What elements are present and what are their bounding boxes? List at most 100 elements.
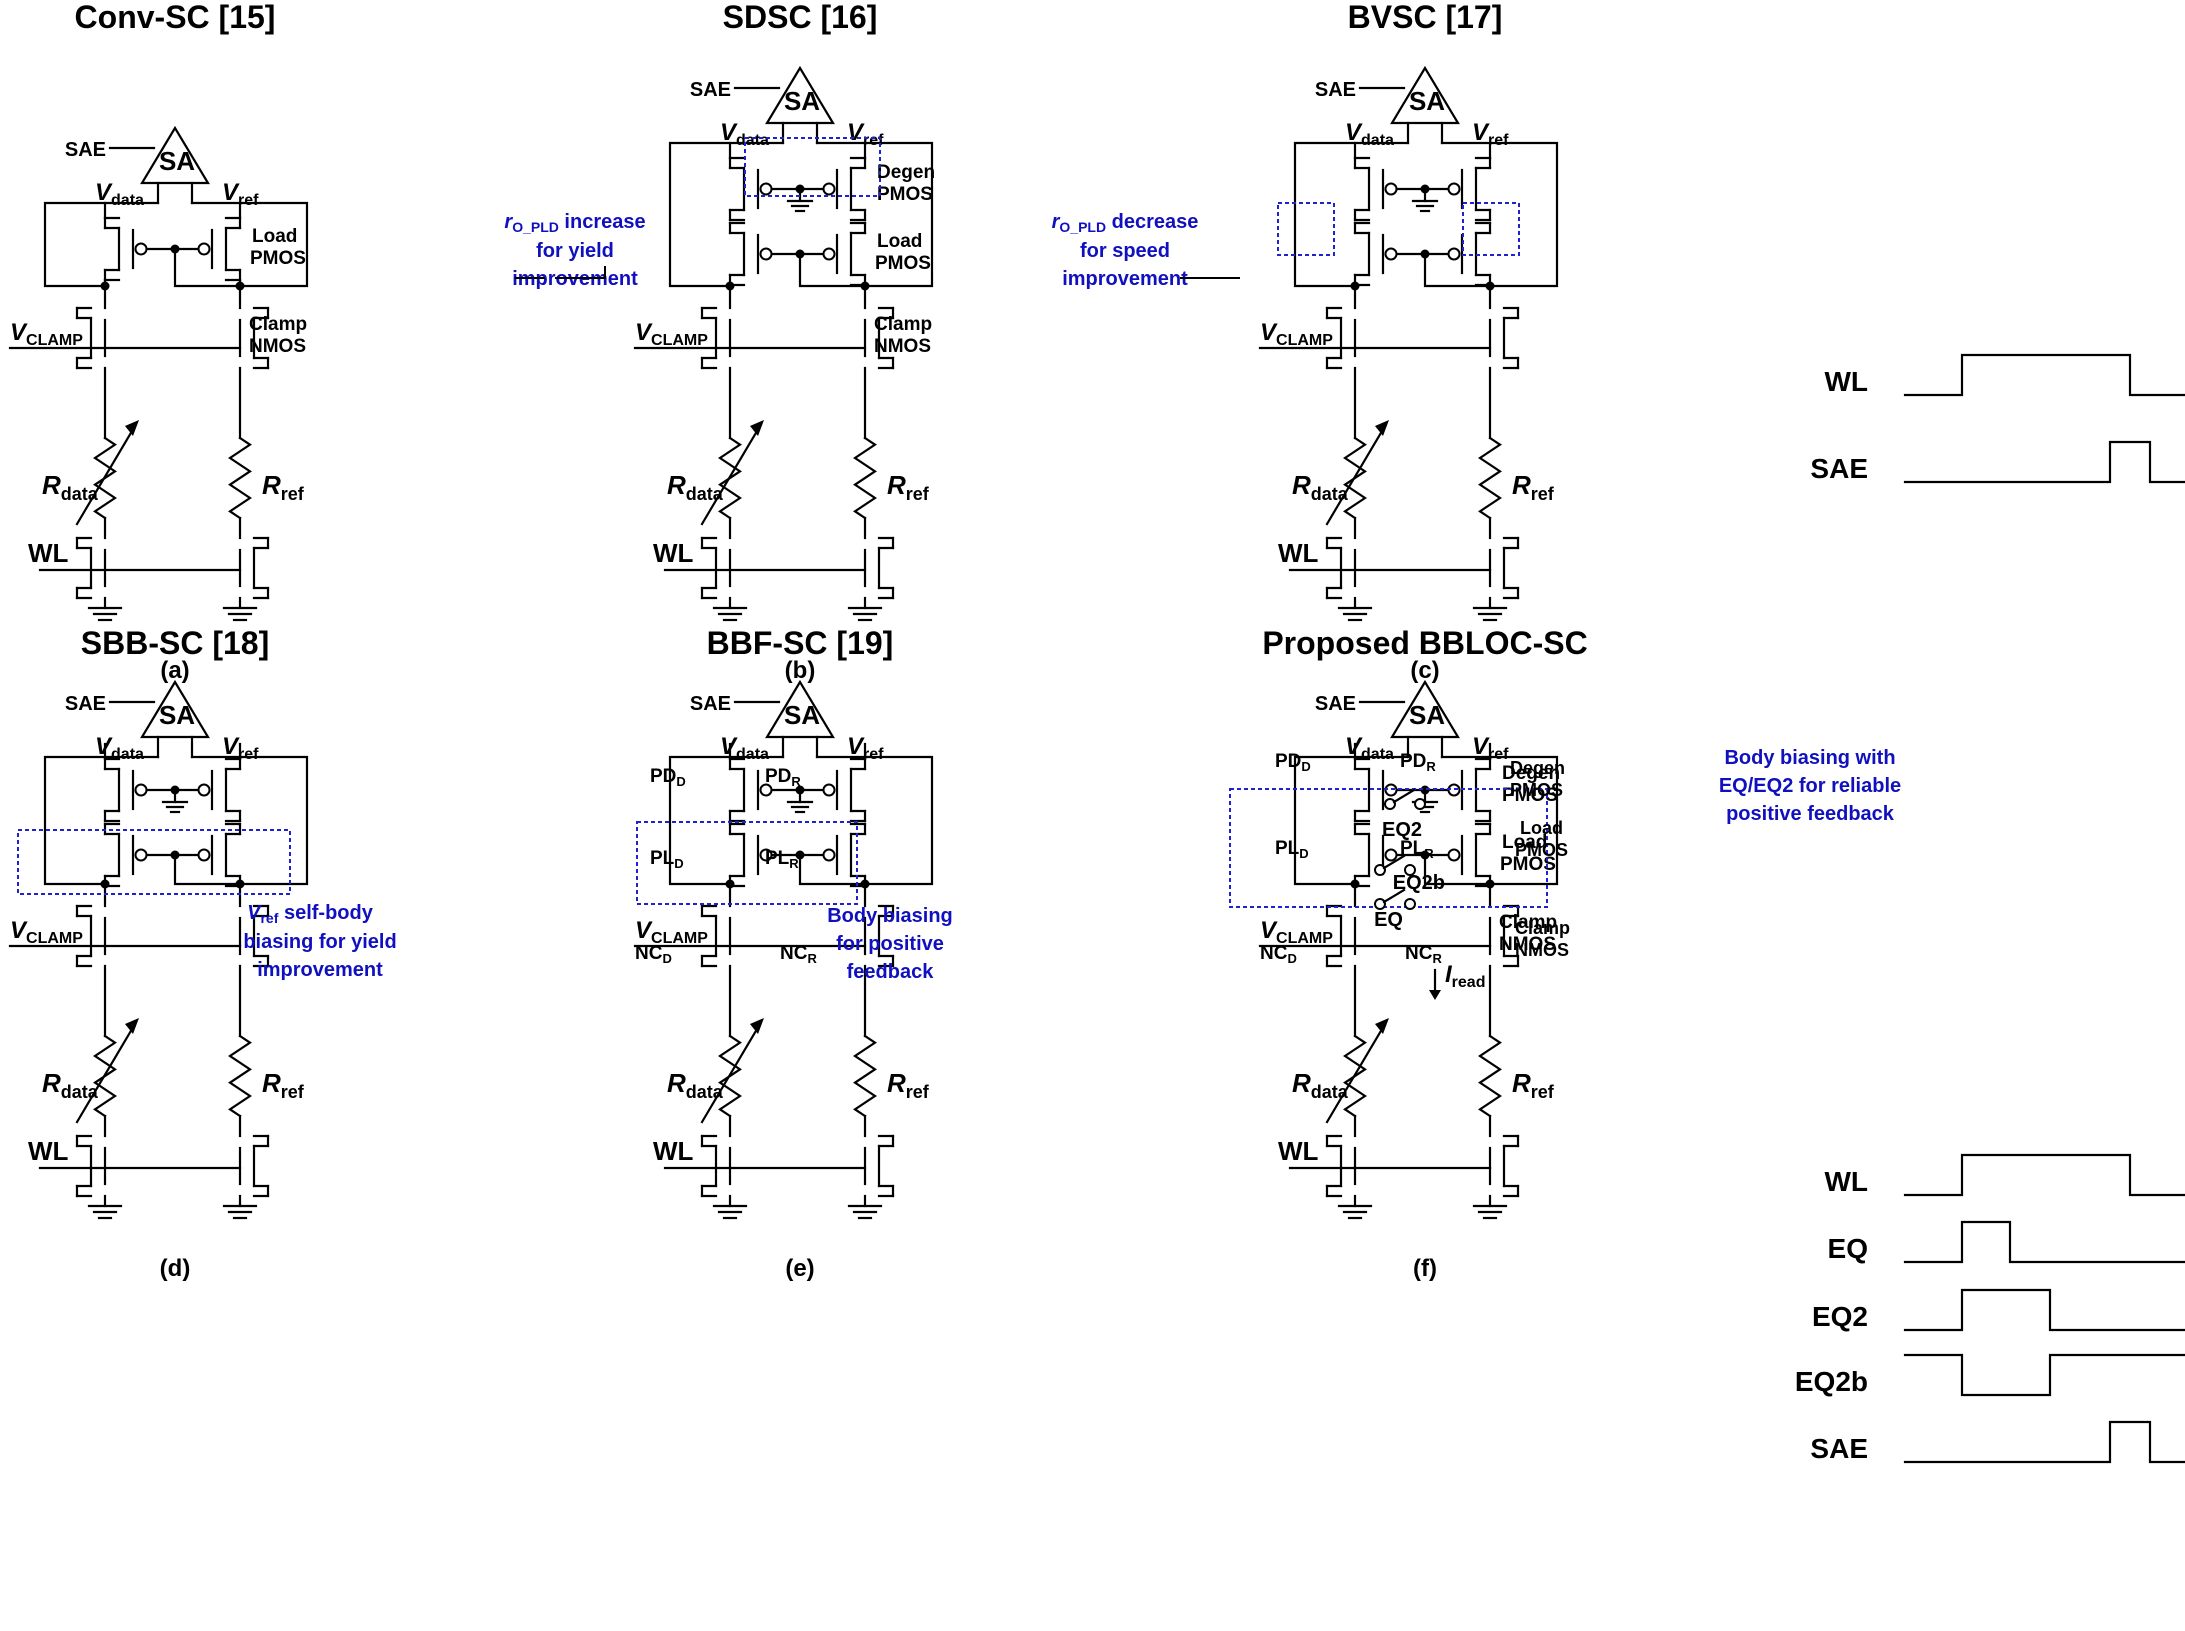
vclamp-label: VCLAMP	[1260, 917, 1333, 947]
pmos-right	[1460, 156, 1492, 222]
resistor-arrow	[75, 424, 137, 526]
gate-to-ref	[1423, 252, 1492, 288]
annotation-text: feedback	[847, 961, 935, 983]
inversion-bubble	[822, 182, 836, 196]
access-nmos-left	[700, 1134, 732, 1198]
clamp-nmos-label: Clamp	[874, 314, 932, 335]
eq2b-switch-label: EQ2b	[1393, 872, 1445, 894]
inversion-bubble	[197, 783, 211, 797]
sense-amplifier	[765, 679, 835, 739]
load-pmos-label: Load	[1502, 832, 1547, 853]
wl-label: WL	[653, 538, 694, 568]
inversion-bubble	[822, 247, 836, 261]
vdata-label: Vdata	[1345, 119, 1394, 149]
pmos-right	[835, 156, 867, 222]
eq-switch-label: EQ	[1374, 909, 1403, 931]
pl-r-label: PLR	[765, 848, 799, 871]
timing-waveform	[1903, 1353, 2185, 1397]
wl-label: WL	[1278, 538, 1319, 568]
degen-pmos-label: Degen	[1510, 758, 1565, 778]
rref-label: Rref	[1512, 1068, 1555, 1102]
pl-r-label: PLR	[1400, 838, 1434, 861]
data-node-wire	[43, 755, 160, 886]
pmos-left	[728, 822, 760, 888]
resistor-arrow	[700, 1022, 762, 1124]
timing-waveform	[1903, 1420, 2185, 1464]
rdata-label: Rdata	[1292, 1068, 1349, 1102]
panel-title: SBB-SC [18]	[81, 625, 269, 661]
pmos-right	[1460, 822, 1492, 888]
pmos-left	[1353, 221, 1385, 287]
pl-d-label: PLD	[1275, 838, 1309, 861]
vclamp-label: VCLAMP	[635, 917, 708, 947]
annotation-text: for positive	[836, 933, 944, 955]
sae-label: SAE	[690, 79, 731, 101]
annotation-text: EQ/EQ2 for reliable	[1719, 775, 1901, 797]
clamp-nmos-label: NMOS	[874, 336, 931, 357]
access-nmos-right	[863, 536, 895, 600]
switch-contact	[1374, 898, 1386, 910]
vdata-label: Vdata	[95, 179, 144, 209]
annotation-text: Vref self-body	[247, 902, 374, 926]
annotation-text: positive feedback	[1726, 803, 1895, 825]
vclamp-label: VCLAMP	[1260, 319, 1333, 349]
data-node-wire	[1293, 755, 1410, 886]
vref-label: Vref	[1472, 733, 1509, 763]
clamp-nmos-left	[700, 904, 732, 968]
load-pmos-label: PMOS	[250, 248, 306, 269]
inversion-bubble	[822, 783, 836, 797]
wl-label: WL	[28, 538, 69, 568]
switch-contact	[1404, 898, 1416, 910]
pd-r-label: PDR	[1400, 751, 1436, 774]
pointer-arrow	[555, 266, 606, 279]
sense-amplifier	[140, 125, 210, 185]
degen-pmos-label: PMOS	[1502, 785, 1558, 806]
timing-waveform	[1903, 1288, 2185, 1332]
clamp-nmos-label: Clamp	[1499, 912, 1557, 933]
nc-r-label: NCR	[780, 943, 817, 966]
ref-node-wire	[1440, 755, 1559, 886]
panel-title: BVSC [17]	[1348, 0, 1503, 35]
gate-to-ref	[1423, 853, 1492, 886]
sense-amplifier	[140, 679, 210, 739]
clamp-nmos-label: NMOS	[1499, 934, 1556, 955]
access-nmos-right	[238, 1134, 270, 1198]
vref-label: Vref	[1472, 119, 1509, 149]
pmos-right	[835, 221, 867, 287]
pmos-left	[728, 757, 760, 823]
switch-contact	[1414, 798, 1426, 810]
clamp-nmos-label: NMOS	[249, 336, 306, 357]
inversion-bubble	[134, 783, 148, 797]
clamp-nmos-right	[238, 904, 270, 968]
arrowhead	[750, 420, 764, 436]
access-nmos-left	[1325, 536, 1357, 600]
annotation-text: rO_PLD decrease	[1052, 211, 1199, 235]
panel-caption: (f)	[1413, 1255, 1437, 1282]
timing-signal-label: EQ	[1828, 1233, 1868, 1264]
resistor-arrow	[1325, 1022, 1387, 1124]
pmos-left	[1353, 822, 1385, 888]
gate-to-ref	[173, 247, 242, 288]
inversion-bubble	[1384, 247, 1398, 261]
access-nmos-right	[1488, 1134, 1520, 1198]
gate-to-ref	[173, 853, 242, 886]
annotation-text: improvement	[257, 959, 383, 981]
load-pmos-label: PMOS	[875, 253, 931, 274]
clamp-nmos-left	[1325, 306, 1357, 370]
timing-signal-label: EQ2	[1812, 1301, 1868, 1332]
vref-label: Vref	[847, 119, 884, 149]
highlight-box	[1462, 202, 1520, 256]
clamp-nmos-left	[75, 306, 107, 370]
timing-signal-label: SAE	[1810, 453, 1868, 484]
pmos-right	[210, 216, 242, 282]
panel-title: Proposed BBLOC-SC	[1262, 625, 1587, 661]
clamp-nmos-left	[75, 904, 107, 968]
inversion-bubble	[759, 247, 773, 261]
data-node-wire	[43, 201, 160, 288]
annotation-text: improvement	[1062, 268, 1188, 290]
arrowhead	[750, 1018, 764, 1034]
load-pmos-label: PMOS	[1515, 840, 1568, 860]
